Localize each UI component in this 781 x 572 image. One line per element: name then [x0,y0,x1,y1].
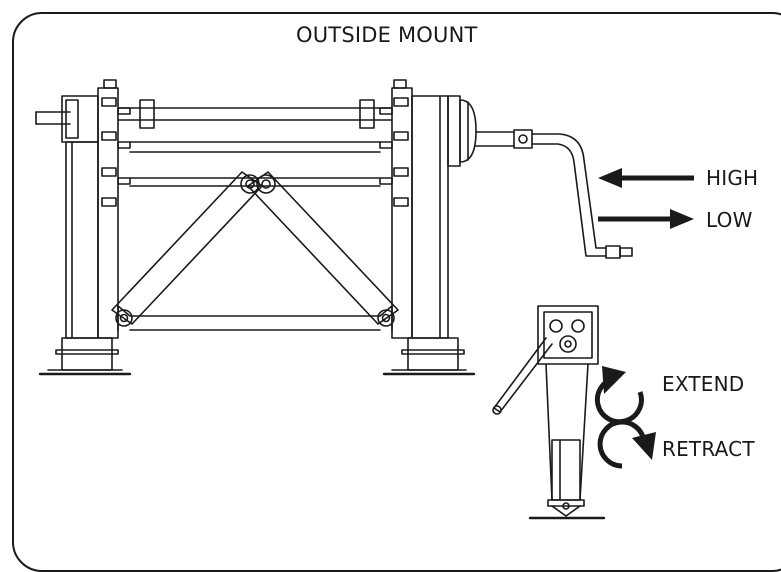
high-label: HIGH [706,166,759,190]
extend-label: EXTEND [662,372,745,396]
diagram-drawing [35,79,694,520]
side-jack [492,305,606,520]
jack-frame-assembly [35,79,633,376]
low-label: LOW [706,208,753,232]
arrow-right-icon [598,209,694,229]
diagram-title: OUTSIDE MOUNT [296,23,478,47]
rotate-clockwise-icon [597,419,656,469]
arrow-left-icon [598,168,694,188]
rotate-counterclockwise-icon [594,366,644,425]
retract-label: RETRACT [662,437,755,461]
